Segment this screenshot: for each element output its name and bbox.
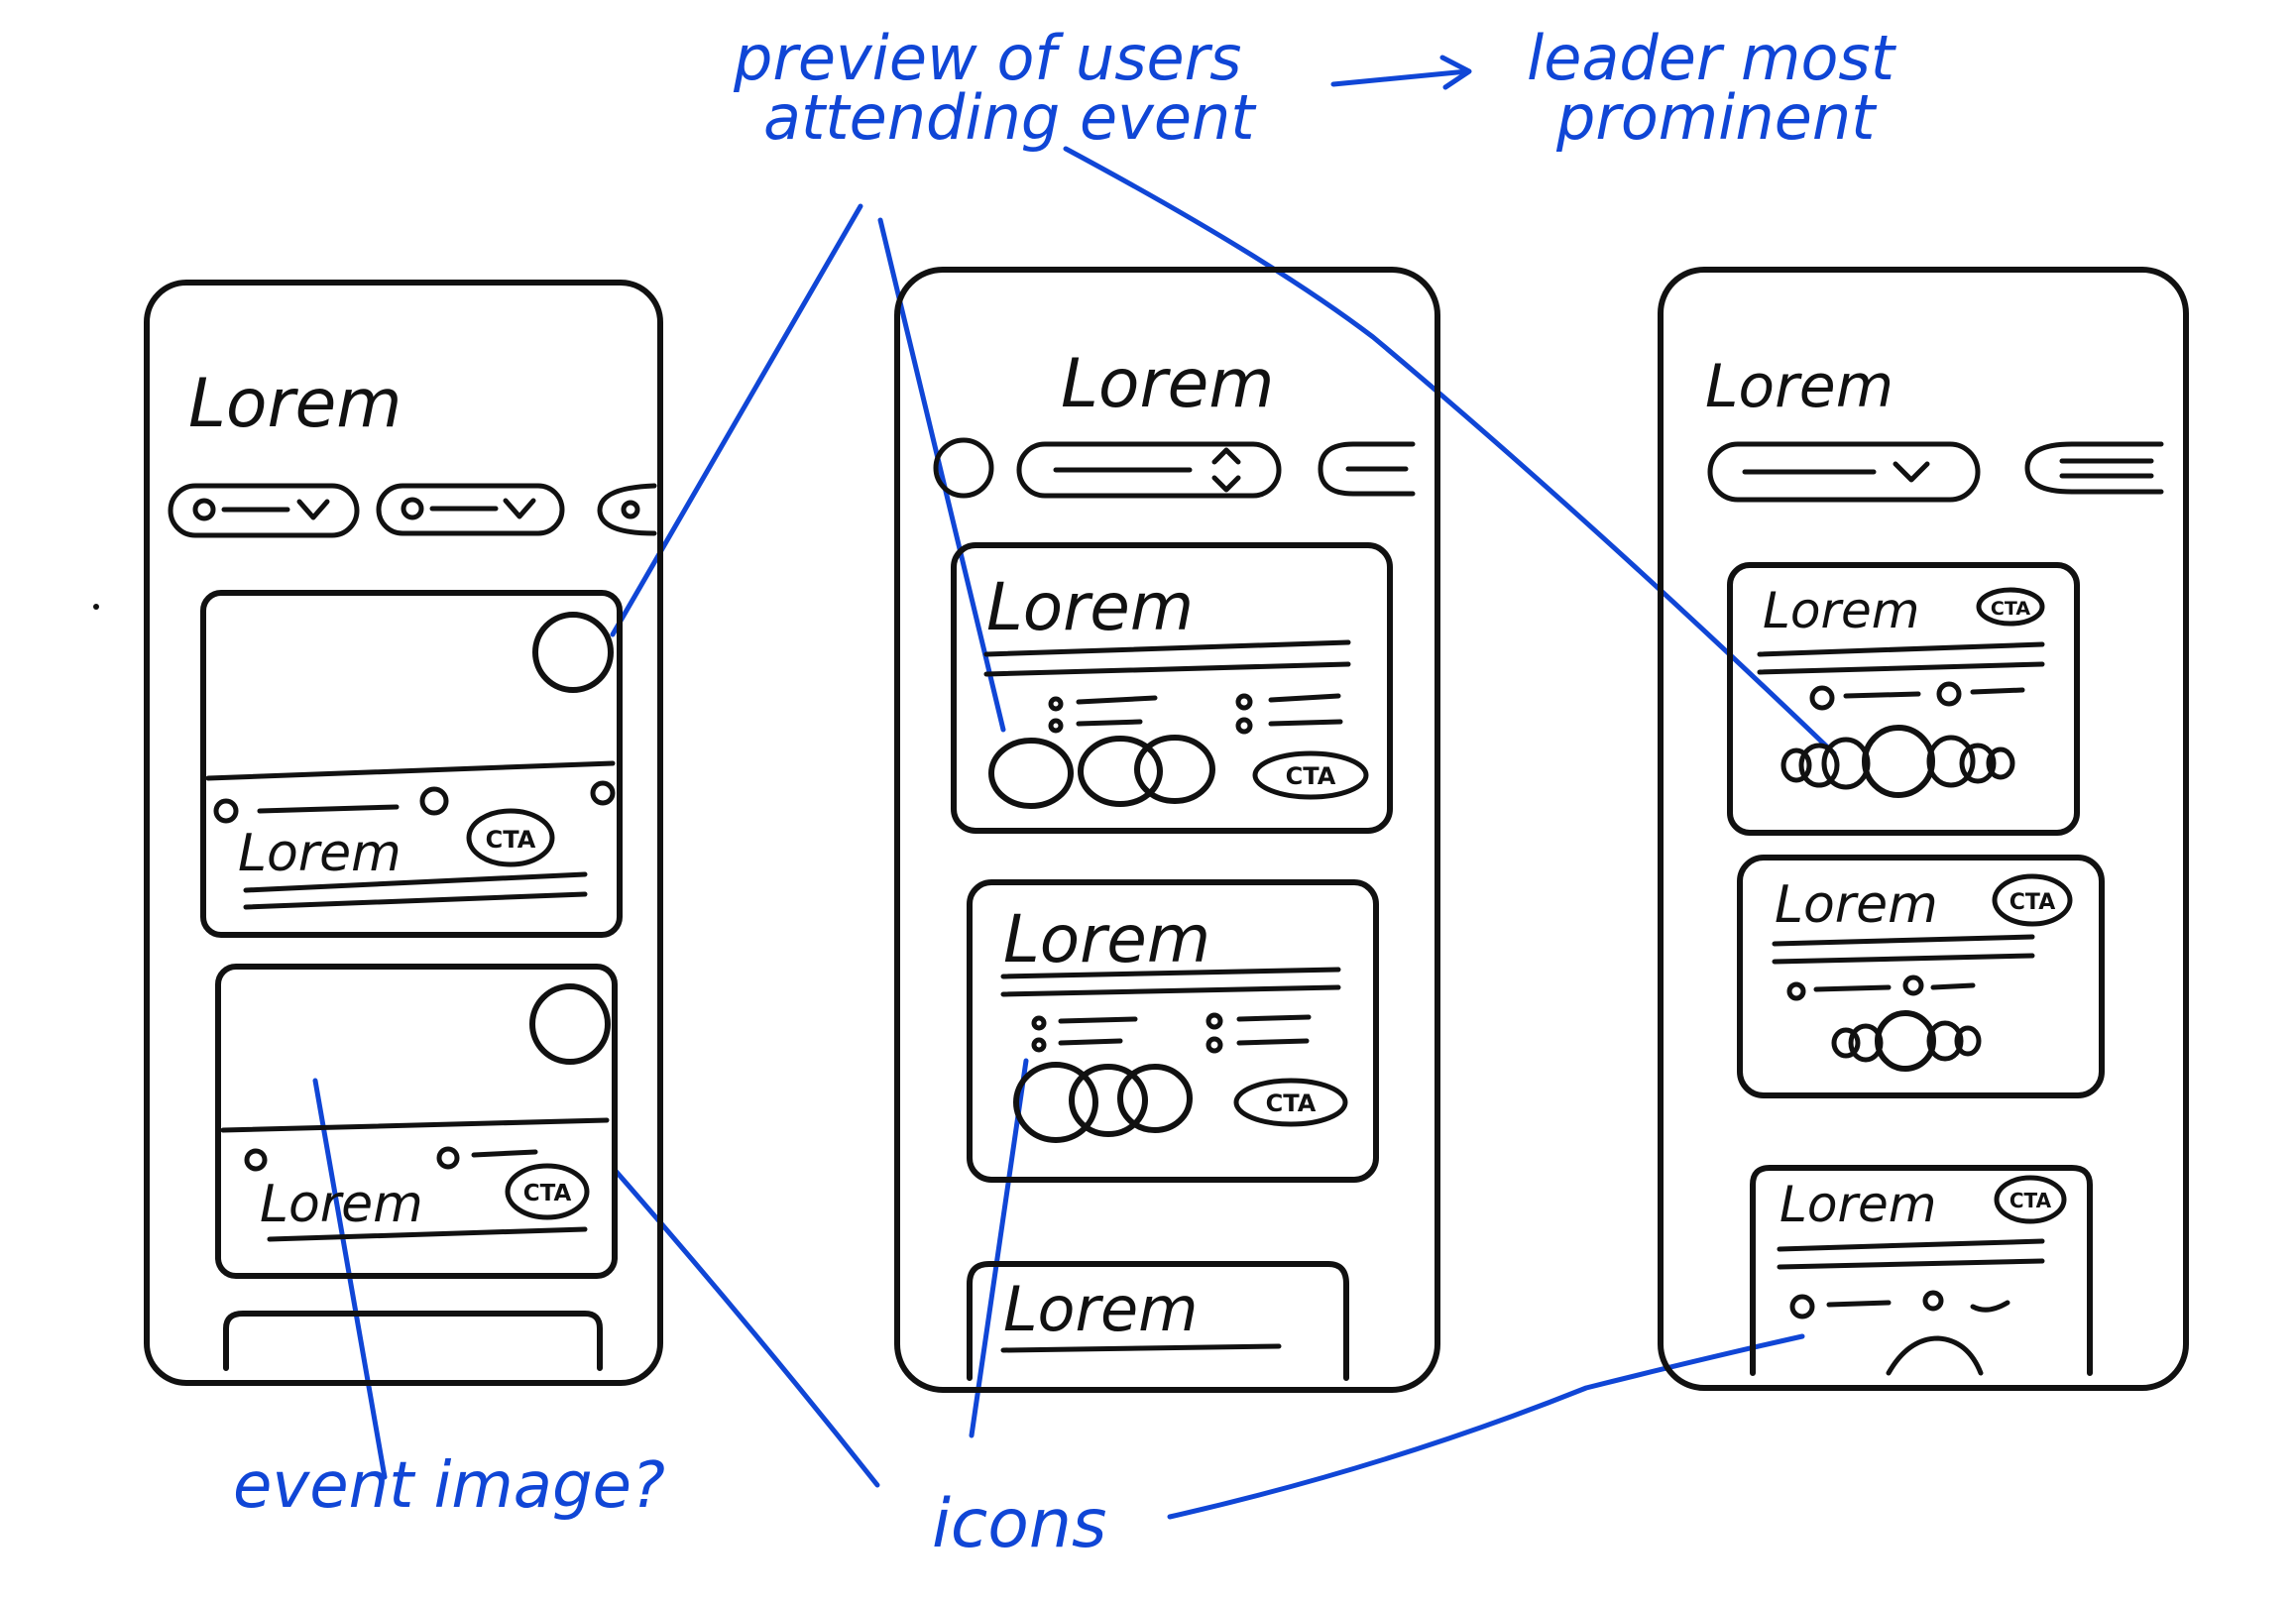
cta-label: CTA: [2009, 1189, 2052, 1212]
avatar: [532, 612, 614, 693]
card-title: Lorem: [1763, 582, 1919, 639]
event-card[interactable]: Lorem CTA: [1737, 855, 2105, 1098]
cta-button[interactable]: [1252, 750, 1369, 800]
cta-button[interactable]: [1233, 1078, 1348, 1127]
annotation-icons: icons: [932, 1485, 1106, 1563]
event-card[interactable]: Lorem CTA: [215, 964, 618, 1279]
filter-chip[interactable]: [1318, 441, 1416, 497]
time-icon: [436, 1146, 460, 1170]
time-icon: [1922, 1290, 1944, 1312]
screen-2: Lorem Lorem: [894, 267, 1440, 1393]
attendee-avatars[interactable]: [988, 735, 1215, 809]
pointer-icons-to-screen3: [1167, 1333, 1805, 1520]
screen-1: Lorem Lorem CTA: [144, 280, 663, 1386]
cta-label: CTA: [486, 826, 536, 854]
location-icon: [244, 1148, 268, 1172]
card-title: Lorem: [238, 824, 402, 883]
card-title: Lorem: [1003, 901, 1210, 977]
phone-frame: [144, 280, 663, 1386]
sort-select[interactable]: [1707, 441, 1981, 503]
location-icon: [1809, 685, 1835, 711]
time-icon: [419, 786, 449, 816]
attendee-avatars[interactable]: [1831, 1010, 1982, 1072]
filter-chip[interactable]: [597, 483, 657, 536]
event-card-partial[interactable]: [223, 1311, 603, 1371]
location-icon: [1786, 981, 1806, 1001]
cta-label: CTA: [1286, 762, 1336, 790]
location-icon: [213, 798, 239, 824]
cta-label: CTA: [1266, 1090, 1317, 1117]
pointer-preview-to-screen1: [610, 203, 863, 637]
sort-select[interactable]: [1016, 441, 1282, 499]
event-card[interactable]: Lorem CTA: [967, 879, 1379, 1183]
cta-button[interactable]: [1994, 1175, 2067, 1224]
filter-chip[interactable]: [2024, 441, 2164, 495]
annotation-leader-line1: leader most: [1527, 22, 1897, 94]
leader-avatar: [1862, 725, 1935, 798]
divider: [205, 760, 616, 781]
location-icon: [1048, 696, 1064, 712]
attendee-avatars[interactable]: [1013, 1062, 1193, 1143]
page-title: Lorem: [188, 365, 402, 443]
annotation-event-image: event image?: [233, 1449, 665, 1523]
leader-avatar: [1875, 1010, 1936, 1072]
event-card[interactable]: Lorem CTA: [200, 590, 623, 938]
phone-frame: [894, 267, 1440, 1393]
annotation-leader-line2: prominent: [1555, 81, 1878, 154]
location-icon: [1031, 1015, 1047, 1031]
event-card-partial[interactable]: Lorem CTA: [1750, 1165, 2093, 1376]
leader-avatar: [1013, 1062, 1098, 1143]
card-title: Lorem: [1003, 1273, 1199, 1345]
time-icon: [1936, 681, 1962, 707]
card-title: Lorem: [1779, 1176, 1936, 1233]
pointer-icons-to-screen2: [969, 1058, 1029, 1438]
event-card-partial[interactable]: Lorem: [967, 1261, 1349, 1381]
event-card[interactable]: Lorem CTA: [951, 542, 1393, 834]
cta-button[interactable]: [1992, 873, 2073, 927]
attendee-avatars[interactable]: [1780, 725, 2015, 798]
cta-label: CTA: [1991, 598, 2030, 620]
cta-label: CTA: [523, 1181, 572, 1206]
page-title: Lorem: [1061, 345, 1275, 423]
cta-button[interactable]: [466, 808, 555, 867]
event-card[interactable]: Lorem CTA: [1727, 562, 2080, 836]
screen-3: Lorem Lorem CTA: [1658, 267, 2189, 1391]
card-title: Lorem: [1775, 875, 1938, 935]
divider: [220, 1117, 610, 1133]
cta-button[interactable]: [505, 1163, 590, 1220]
chevron-down-icon: [1893, 461, 1930, 483]
phone-frame: [1658, 267, 2189, 1391]
chevron-down-icon: [503, 498, 536, 519]
annotation-preview-line2: attending event: [763, 81, 1257, 154]
page-title: Lorem: [1705, 352, 1894, 421]
profile-icon[interactable]: [933, 437, 994, 499]
cta-button[interactable]: [1976, 587, 2045, 627]
time-icon: [1205, 1012, 1223, 1030]
stray-mark: [93, 604, 99, 610]
pointer-icons-to-screen1: [612, 1167, 880, 1488]
annotation-arrow: [1330, 55, 1472, 90]
filter-chip[interactable]: [168, 483, 360, 538]
chevron-up-down-icon: [1211, 447, 1241, 493]
annotation-preview-line1: preview of users: [733, 22, 1241, 94]
avatar: [529, 983, 611, 1065]
leader-avatar: [988, 738, 1074, 809]
cta-label: CTA: [2009, 890, 2055, 915]
pointer-leader-to-screen3: [1063, 146, 1837, 756]
annotations: preview of users attending event leader …: [233, 22, 1897, 1563]
leader-avatar-partial: [1886, 1335, 1984, 1376]
card-title: Lorem: [986, 569, 1194, 645]
time-icon: [1235, 693, 1253, 711]
card-title: Lorem: [260, 1175, 423, 1234]
chevron-down-icon: [296, 499, 330, 520]
filter-chip[interactable]: [376, 483, 565, 536]
time-icon: [1902, 975, 1924, 996]
location-icon: [1789, 1294, 1815, 1319]
